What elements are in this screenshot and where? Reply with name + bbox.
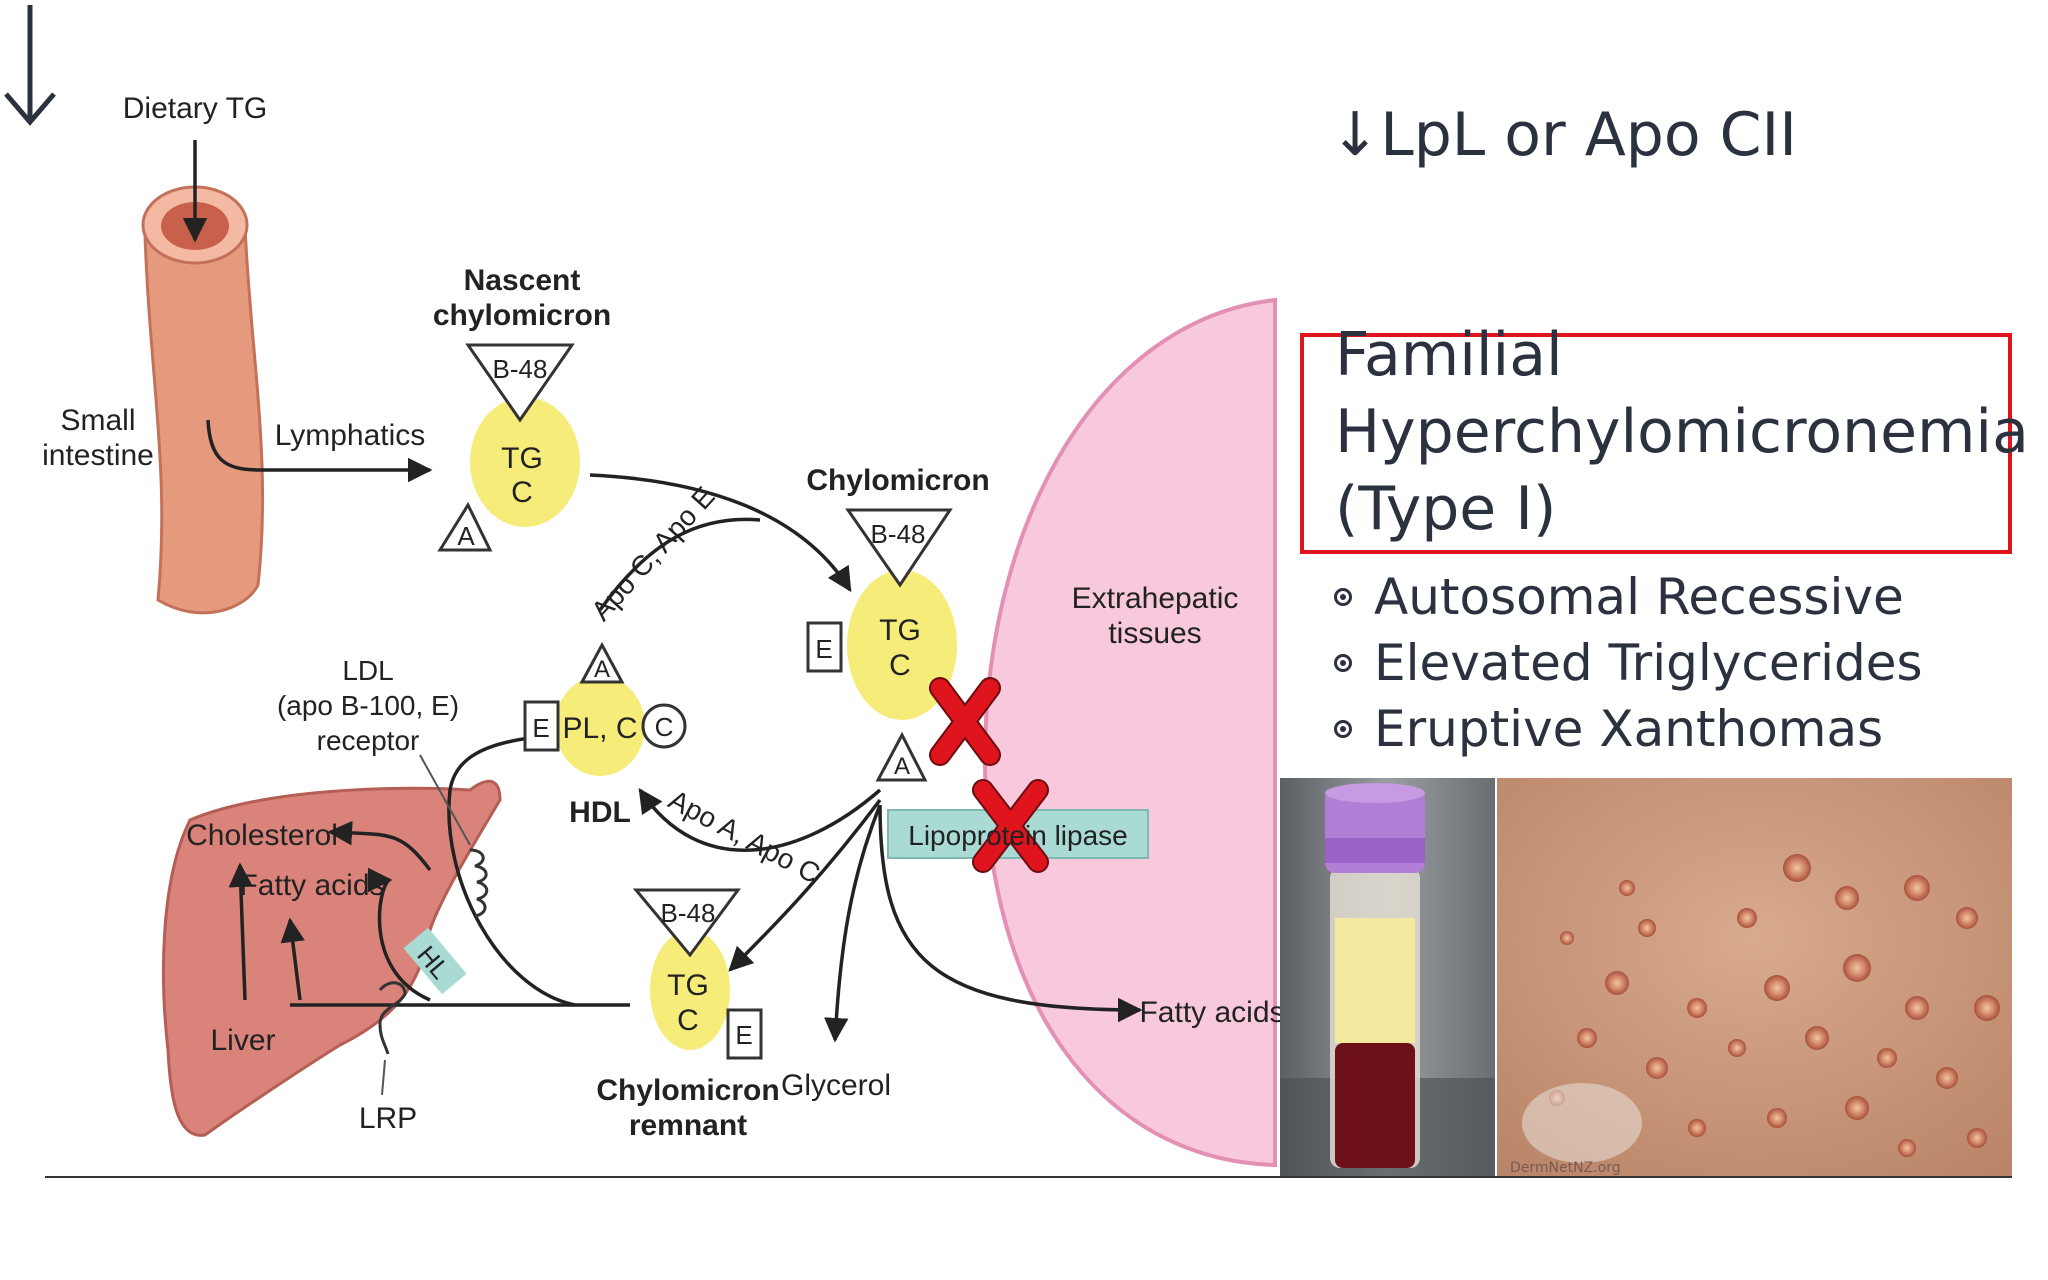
chylomicron-remnant-particle xyxy=(632,888,763,1060)
photo-watermark: DermNetNZ.org xyxy=(1510,1160,1621,1176)
dietary-tg-label: Dietary TG xyxy=(123,92,267,125)
cause-heading: ↓LpL or Apo CII xyxy=(1330,100,1797,170)
bullet-text: Autosomal Recessive xyxy=(1374,568,1904,626)
nascent-tg-label: TG xyxy=(501,442,543,475)
bullet-item: Elevated Triglycerides xyxy=(1334,634,1923,692)
hdl-apo-e-label: E xyxy=(532,713,549,743)
ldl-receptor-label-1: LDL xyxy=(342,655,393,686)
chylomicron-tg-label: TG xyxy=(879,614,921,647)
lrp-label: LRP xyxy=(359,1102,417,1135)
nascent-chylomicron-label-1: Nascent xyxy=(464,264,581,297)
down-arrow-icon xyxy=(4,5,56,126)
glycerol-label: Glycerol xyxy=(781,1069,891,1102)
lymphatics-label: Lymphatics xyxy=(275,419,426,452)
blocked-x-mark-2 xyxy=(972,779,1049,873)
diagnosis-highlight-box xyxy=(1300,333,2012,554)
diagnosis-title-line-3: (Type I) xyxy=(1335,474,1557,544)
nascent-chylomicron-particle xyxy=(437,343,580,552)
chylomicron-remnant-label-1: Chylomicron xyxy=(596,1074,779,1107)
hdl-particle xyxy=(523,641,687,776)
chylomicron-label: Chylomicron xyxy=(806,464,989,497)
lipemic-blood-tube-photo xyxy=(1280,778,1495,1178)
chylomicron-remnant-label-2: remnant xyxy=(629,1109,747,1142)
ldl-receptor-label-2: (apo B-100, E) xyxy=(277,690,459,721)
hdl-core-label: PL, C xyxy=(562,712,637,745)
remnant-b48-label: B-48 xyxy=(661,898,716,928)
ldl-receptor-label-3: receptor xyxy=(317,725,420,756)
small-intestine-shape xyxy=(141,185,265,615)
bullet-icon xyxy=(1334,654,1352,672)
bullet-item: Autosomal Recessive xyxy=(1334,568,1904,626)
remnant-apo-e-label: E xyxy=(735,1020,752,1050)
remnant-c-label: C xyxy=(677,1004,699,1037)
chylomicron-c-label: C xyxy=(889,649,911,682)
extrahepatic-label-2: tissues xyxy=(1108,617,1201,650)
fatty-acids-tissue-label: Fatty acids xyxy=(1139,996,1284,1029)
extrahepatic-tissue-shape xyxy=(982,297,1277,1168)
lipoprotein-pathway-diagram: Dietary TG Small intestine Lymphatics Na… xyxy=(42,92,1285,1168)
blocked-x-mark-1 xyxy=(929,677,1001,766)
bullet-text: Elevated Triglycerides xyxy=(1374,634,1923,692)
pathway-arrows xyxy=(182,140,1143,1043)
nascent-c-label: C xyxy=(511,476,533,509)
bullet-text: Eruptive Xanthomas xyxy=(1374,700,1884,758)
diagnosis-title-line-2: Hyperchylomicronemia xyxy=(1335,397,2029,467)
small-intestine-label-1: Small xyxy=(60,404,135,437)
extrahepatic-label-1: Extrahepatic xyxy=(1072,582,1239,615)
chylomicron-apo-a-label: A xyxy=(894,753,910,780)
fatty-acids-liver-label: Fatty acids xyxy=(239,869,384,902)
eruptive-xanthoma-skin-photo xyxy=(1497,778,2012,1178)
nascent-chylomicron-label-2: chylomicron xyxy=(433,299,611,332)
bottom-divider xyxy=(45,1176,2012,1178)
hdl-apo-c-label: C xyxy=(655,712,674,742)
chylomicron-b48-label: B-48 xyxy=(871,519,926,549)
apo-c-apo-e-label: Apo C, Apo E xyxy=(585,481,721,627)
small-intestine-label-2: intestine xyxy=(42,439,154,472)
nascent-apo-a-label: A xyxy=(457,521,475,551)
cholesterol-label: Cholesterol xyxy=(186,819,338,852)
remnant-tg-label: TG xyxy=(667,969,709,1002)
chylomicron-apo-e-label: E xyxy=(815,634,832,664)
hdl-label: HDL xyxy=(569,796,631,829)
bullet-icon xyxy=(1334,720,1352,738)
chylomicron-particle xyxy=(806,508,957,782)
lipoprotein-lipase-label: Lipoprotein lipase xyxy=(908,820,1128,851)
bullet-item: Eruptive Xanthomas xyxy=(1334,700,1883,758)
nascent-b48-label: B-48 xyxy=(493,354,548,384)
liver-label: Liver xyxy=(210,1024,275,1057)
diagnosis-title-line-1: Familial xyxy=(1335,320,1563,390)
bullet-icon xyxy=(1334,588,1352,606)
hdl-apo-a-label: A xyxy=(594,656,610,683)
